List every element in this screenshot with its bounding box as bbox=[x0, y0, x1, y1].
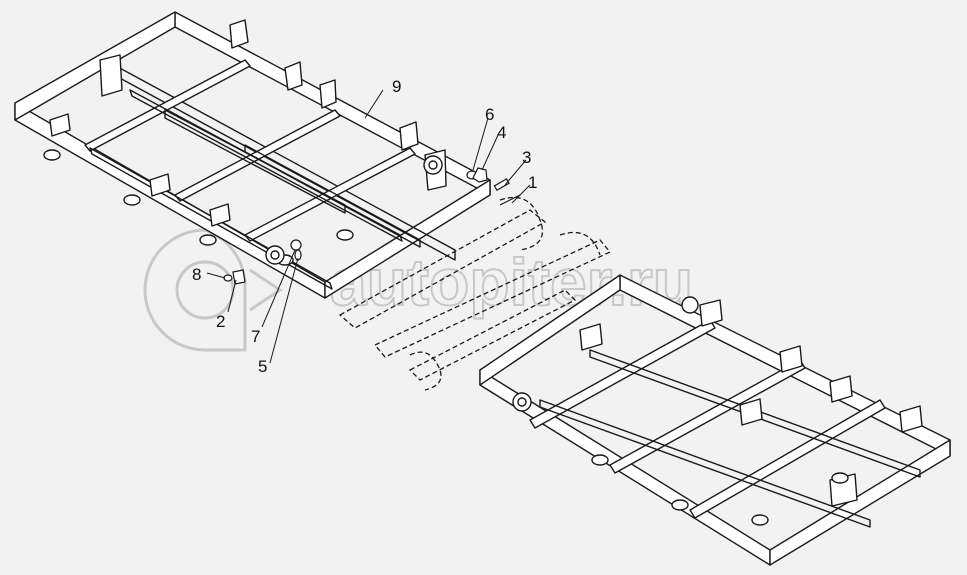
callout-9: 9 bbox=[392, 77, 401, 96]
callout-4: 4 bbox=[497, 123, 506, 142]
lower-frame bbox=[479, 274, 951, 566]
bolt-part-1 bbox=[499, 194, 521, 206]
linkage-drawbar bbox=[338, 196, 612, 391]
callout-labels: 9 6 4 3 1 8 2 7 5 bbox=[192, 77, 537, 376]
callout-1: 1 bbox=[528, 173, 537, 192]
callout-2: 2 bbox=[216, 312, 225, 331]
washer-part-8 bbox=[223, 274, 233, 282]
leader-lines bbox=[206, 89, 531, 364]
nut-part-4 bbox=[472, 167, 488, 183]
pin-part-5 bbox=[294, 249, 302, 261]
bolt-part-2 bbox=[232, 269, 246, 285]
pin-part-3 bbox=[493, 178, 510, 192]
callout-8: 8 bbox=[192, 265, 201, 284]
callout-7: 7 bbox=[251, 327, 260, 346]
callout-3: 3 bbox=[522, 148, 531, 167]
upper-frame bbox=[14, 11, 491, 299]
callout-6: 6 bbox=[485, 105, 494, 124]
callout-5: 5 bbox=[258, 357, 267, 376]
hardware-parts bbox=[223, 167, 521, 285]
bushing-part-7 bbox=[290, 239, 302, 251]
